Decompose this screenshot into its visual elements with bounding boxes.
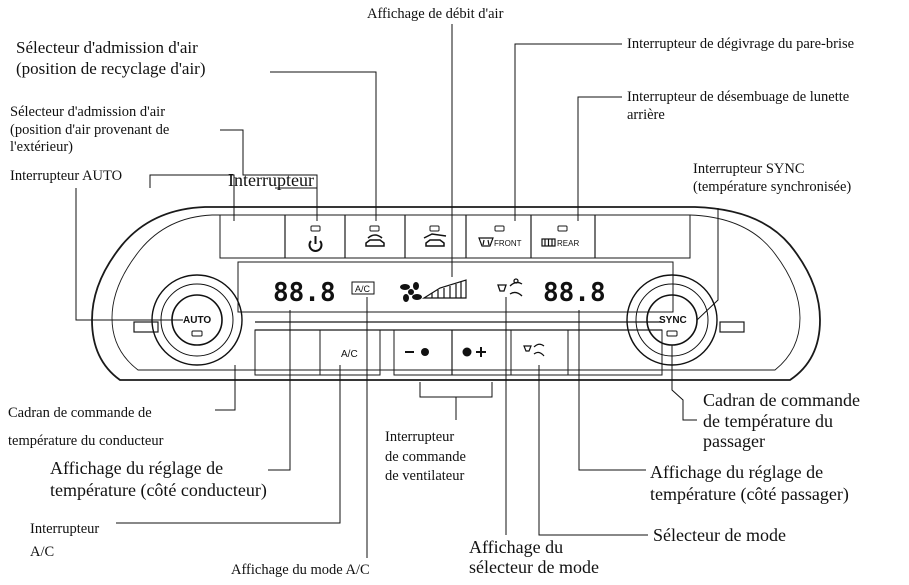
ac-button-label: A/C: [341, 349, 358, 360]
mode-selector-label: Sélecteur de mode: [653, 525, 786, 545]
outside-air-icon: [423, 233, 447, 247]
panel-housing: [91, 206, 821, 381]
power-icon: [308, 236, 323, 252]
driver-temp-display-label: Affichage du réglage de température (côt…: [50, 458, 267, 500]
front-defrost-icon: [478, 237, 494, 247]
airflow-display-label: Affichage de débit d'air: [367, 6, 504, 22]
passenger-temperature-readout: 88.8: [543, 278, 606, 308]
passenger-dial-label: Cadran de commande de température du pas…: [703, 390, 860, 452]
recirc-selector-label: Sélecteur d'admission d'air (position de…: [16, 38, 206, 78]
mode-display-label: Affichage du sélecteur de mode: [469, 537, 599, 577]
windshield-defrost-label: Interrupteur de dégivrage du pare-brise: [627, 36, 855, 52]
mode-button-icon: [523, 343, 545, 357]
sync-switch-label: Interrupteur SYNC (température synchroni…: [693, 161, 852, 195]
front-defrost-button-label: FRONT: [494, 239, 522, 248]
airflow-level-bar: [421, 279, 467, 299]
fan-switch-label: Interrupteur de commande de ventilateur: [385, 429, 466, 485]
panel-inner-edge: [111, 214, 801, 371]
airflow-mode-icon: [497, 278, 523, 297]
driver-temperature-readout: 88.8: [273, 278, 336, 308]
passenger-temp-display-label: Affichage du réglage de température (côt…: [650, 462, 849, 504]
rear-defog-label: Interrupteur de désembuage de lunette ar…: [627, 89, 850, 123]
rear-defog-button-label: REAR: [557, 239, 579, 248]
auto-button-label[interactable]: AUTO: [183, 315, 211, 326]
ac-mode-indicator: A/C: [355, 284, 371, 294]
fan-icon: [400, 282, 422, 302]
ac-mode-display-label: Affichage du mode A/C: [231, 562, 370, 578]
rear-defog-icon: [541, 238, 556, 247]
driver-dial-label: Cadran de commande de température du con…: [8, 405, 164, 449]
fan-down-icon: [405, 348, 429, 356]
recirculation-icon: [365, 234, 385, 247]
sync-button-label[interactable]: SYNC: [659, 315, 687, 326]
leader-lines: [75, 24, 719, 558]
auto-switch-label: Interrupteur AUTO: [10, 168, 123, 184]
outside-air-selector-label: Sélecteur d'admission d'air (position d'…: [10, 104, 170, 156]
ac-switch-label: Interrupteur A/C: [30, 521, 100, 561]
fan-up-icon: [462, 347, 486, 357]
